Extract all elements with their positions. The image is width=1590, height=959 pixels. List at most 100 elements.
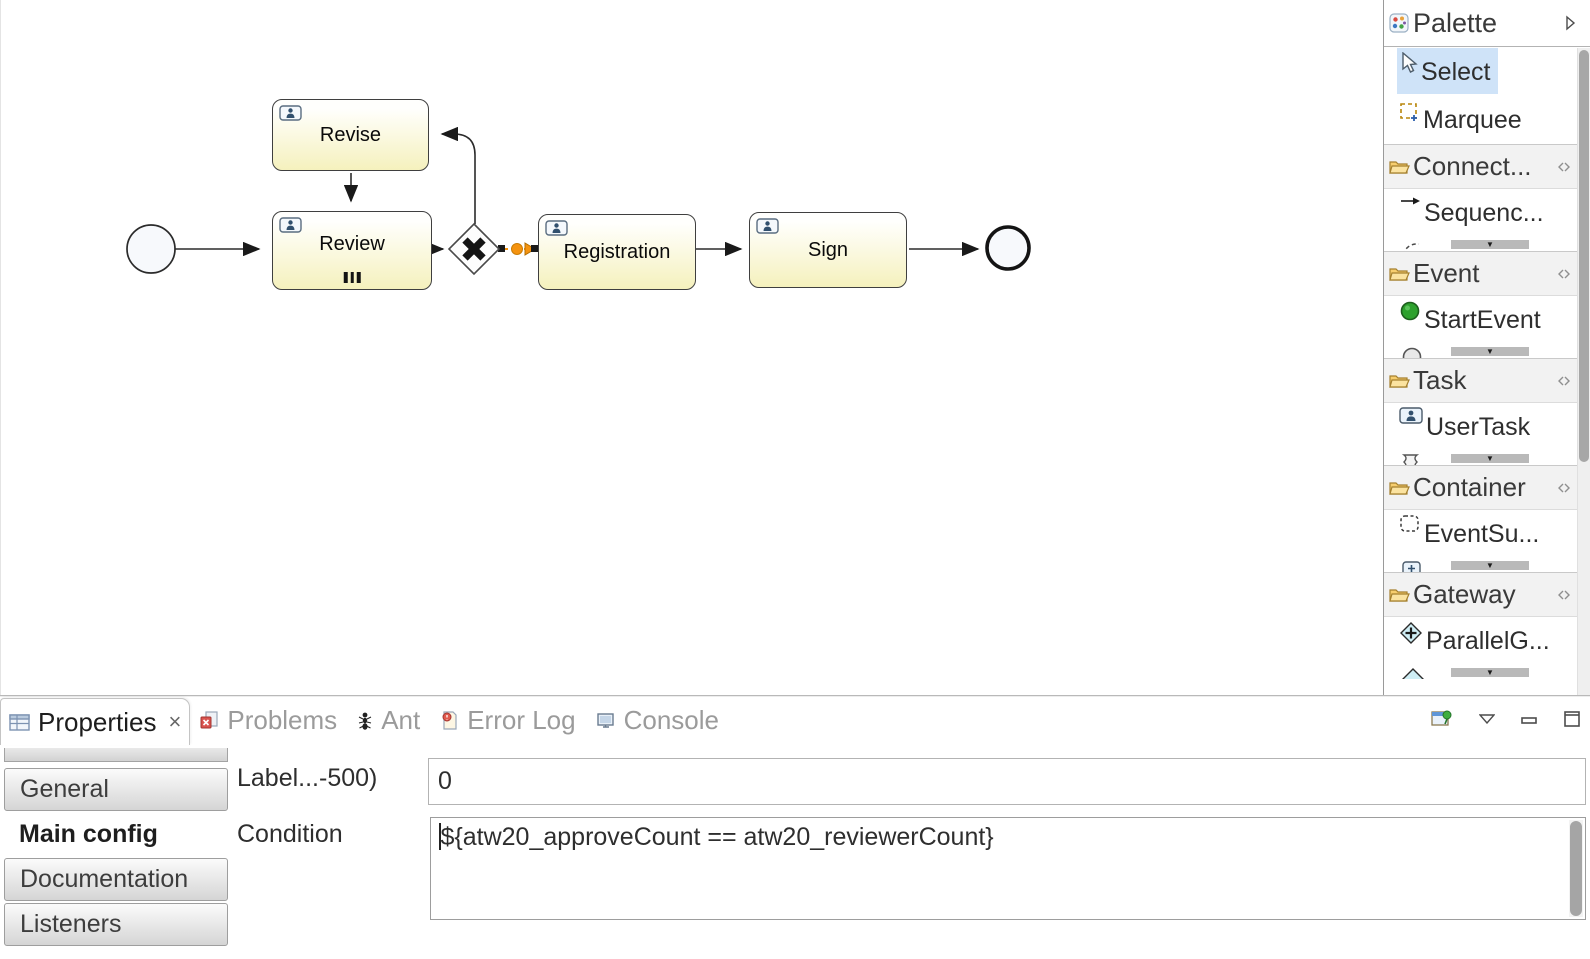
script-task-icon [1401,454,1420,465]
tab-problems[interactable]: Problems [190,696,347,745]
task-review[interactable]: Review [272,211,432,290]
folder-icon [1389,160,1410,174]
palette-tool-marquee[interactable]: Marquee [1384,96,1577,144]
palette-overflow-gateway[interactable]: ▼ [1384,665,1577,679]
condition-field-value: ${atw20_approveCount == atw20_reviewerCo… [440,823,994,851]
diagram-canvas[interactable]: Revise Review Registration Sign [0,0,1383,695]
parallel-multi-instance-marker [343,272,361,283]
palette-tool-select[interactable]: Select [1384,48,1577,96]
user-task-icon [279,217,302,233]
palette-overflow-connection[interactable]: ▼ [1384,237,1577,251]
palette-item-label: ParallelG... [1426,627,1550,655]
folder-icon [1389,481,1410,495]
error-log-icon [442,711,457,730]
task-label: Sign [807,238,849,261]
palette-section-container[interactable]: Container [1384,465,1577,510]
pin-section-icon[interactable] [1557,589,1571,601]
palette-item-label: StartEvent [1424,306,1541,334]
user-task-icon [279,105,302,121]
pin-section-icon[interactable] [1557,268,1571,280]
palette-section-task[interactable]: Task [1384,358,1577,403]
task-label: Registration [563,240,671,263]
task-sign[interactable]: Sign [749,212,907,288]
flow-gateway-to-registration-selected[interactable] [498,242,538,256]
pin-section-icon[interactable] [1557,161,1571,173]
condition-scrollbar-thumb[interactable] [1570,821,1582,916]
tab-error-log[interactable]: Error Log [430,696,585,745]
tab-console[interactable]: Console [586,696,729,745]
label-field-input[interactable]: 0 [428,758,1586,805]
label-field-label: Label...-500) [237,764,378,792]
palette-item-label: Sequenc... [1424,199,1544,227]
label-field-value: 0 [438,767,452,795]
palette-item-parallelgateway[interactable]: ParallelG... [1384,617,1577,665]
endpoint-handle[interactable] [498,245,505,252]
palette-section-event[interactable]: Event [1384,251,1577,296]
close-icon[interactable]: × [168,709,182,734]
tab-ant[interactable]: Ant [347,696,430,745]
palette-scrollbar-thumb[interactable] [1579,50,1589,462]
palette-overflow-task[interactable]: ▼ [1384,451,1577,465]
sidebar-tab-general[interactable]: General [4,768,228,811]
parallel-gateway-icon [1400,622,1422,644]
palette-header[interactable]: Palette [1384,0,1590,47]
exclusive-gateway[interactable] [447,222,501,276]
bendpoint-handle[interactable] [511,243,523,255]
task-registration[interactable]: Registration [538,214,696,290]
sidebar-tab-label: Listeners [20,910,122,938]
palette-section-label: Container [1413,472,1526,502]
palette-section-label: Connect... [1413,151,1532,181]
pin-section-icon[interactable] [1557,482,1571,494]
timer-event-icon [1402,347,1422,358]
scroll-down-indicator[interactable]: ▼ [1451,240,1529,249]
palette-tool-label: Select [1421,58,1491,86]
palette-scrollbar[interactable] [1577,48,1590,695]
subprocess-icon [1402,561,1421,572]
tab-properties[interactable]: Properties × [0,698,191,745]
flow-gateway-to-revise[interactable] [440,126,476,224]
palette-tool-label: Marquee [1423,106,1522,134]
properties-sidebar: General Main config Documentation Listen… [0,744,232,959]
collapse-arrow-icon[interactable] [1565,15,1576,31]
palette-item-startevent[interactable]: StartEvent [1384,296,1577,344]
minimize-icon[interactable] [1521,712,1538,726]
sidebar-partial-button[interactable] [4,748,228,762]
condition-scrollbar[interactable] [1569,820,1583,917]
maximize-icon[interactable] [1564,710,1580,727]
tab-label: Problems [227,705,338,735]
scroll-down-indicator[interactable]: ▼ [1451,454,1529,463]
view-menu-chevron-icon[interactable] [1479,713,1495,724]
text-caret [439,823,441,850]
pin-section-icon[interactable] [1557,375,1571,387]
message-flow-icon [1403,243,1420,251]
palette-section-gateway[interactable]: Gateway [1384,572,1577,617]
palette-item-eventsubprocess[interactable]: EventSu... [1384,510,1577,558]
palette-section-connection[interactable]: Connect... [1384,144,1577,189]
marquee-icon [1400,103,1417,121]
sequence-flows-layer [126,126,1031,276]
user-task-icon [1399,407,1423,424]
scroll-down-indicator[interactable]: ▼ [1451,668,1529,677]
palette-overflow-event[interactable]: ▼ [1384,344,1577,358]
scroll-down-indicator[interactable]: ▼ [1451,561,1529,570]
user-task-icon [756,218,779,234]
sidebar-tab-main-config[interactable]: Main config [4,813,228,856]
condition-field-textarea[interactable]: ${atw20_approveCount == atw20_reviewerCo… [430,817,1586,920]
start-event[interactable] [126,224,176,274]
sidebar-tab-documentation[interactable]: Documentation [4,858,228,901]
task-label: Review [319,233,385,255]
palette-item-usertask[interactable]: UserTask [1384,403,1577,451]
sidebar-tab-listeners[interactable]: Listeners [4,903,228,946]
scroll-down-indicator[interactable]: ▼ [1451,347,1529,356]
properties-icon [9,713,30,731]
task-revise[interactable]: Revise [272,99,429,171]
view-tab-bar: Properties × Problems Ant [0,696,1590,745]
palette-overflow-container[interactable]: ▼ [1384,558,1577,572]
palette-item-sequenceflow[interactable]: Sequenc... [1384,189,1577,237]
event-subprocess-icon [1400,515,1419,532]
endpoint-handle[interactable] [531,245,538,252]
end-event[interactable] [985,225,1031,271]
pin-view-icon[interactable] [1431,708,1453,729]
folder-icon [1389,374,1410,388]
start-event-icon [1400,301,1420,321]
